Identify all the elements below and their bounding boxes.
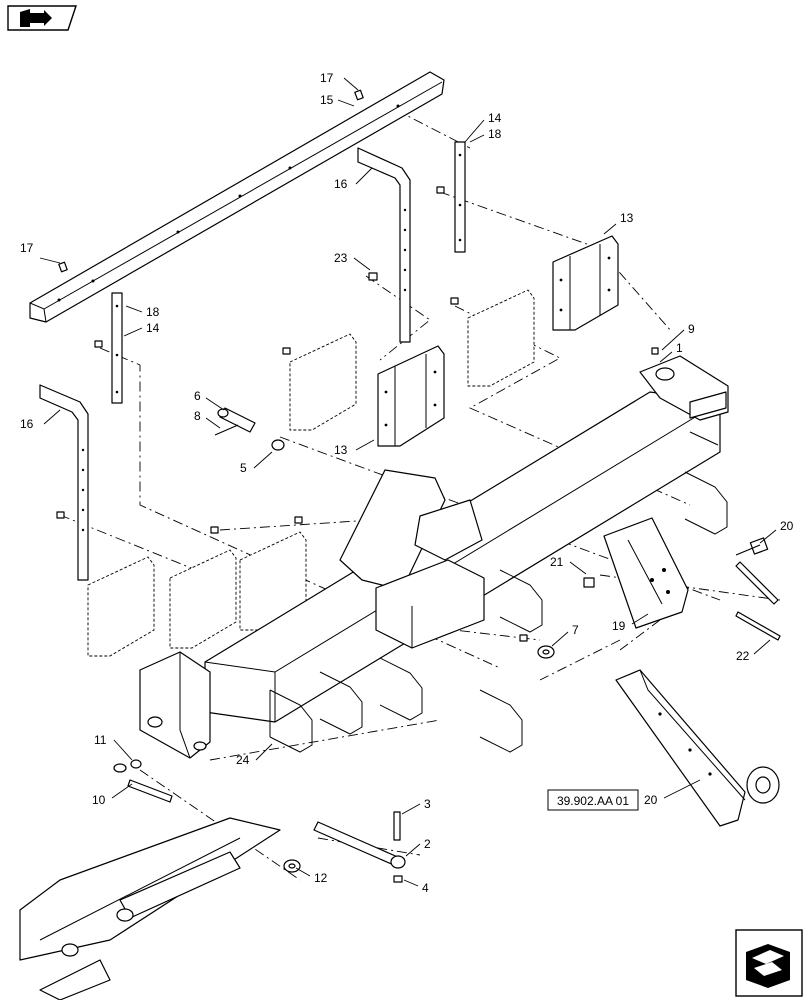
part-17-bolt-left xyxy=(58,261,68,273)
part-22-bolt xyxy=(735,611,781,641)
part-1-end-bracket xyxy=(639,355,729,421)
part-17-bolt-top xyxy=(354,89,364,101)
part-19-plate xyxy=(603,517,689,629)
reference-box[interactable]: 39.902.AA 01 xyxy=(547,789,639,811)
callout-18-left: 18 xyxy=(146,305,160,319)
callout-13-lower: 13 xyxy=(334,443,348,457)
part-16-hanger-upper xyxy=(357,147,411,343)
callout-4: 4 xyxy=(422,881,429,895)
callout-22: 22 xyxy=(736,649,750,663)
reference-label: 39.902.AA 01 xyxy=(557,794,629,808)
callout-19: 19 xyxy=(612,619,626,633)
callout-17-left: 17 xyxy=(20,241,34,255)
callout-6: 6 xyxy=(194,389,201,403)
callout-13-upper: 13 xyxy=(620,211,634,225)
part-13-bracket-upper xyxy=(552,235,619,331)
center-hitch-bracket xyxy=(339,469,485,649)
frame-left-yoke xyxy=(139,651,211,759)
callout-12: 12 xyxy=(314,871,328,885)
callout-16-lower: 16 xyxy=(20,417,34,431)
part-14-strap-right xyxy=(454,141,466,253)
callout-2: 2 xyxy=(424,837,431,851)
callout-5: 5 xyxy=(240,461,247,475)
callout-20-right: 20 xyxy=(780,519,794,533)
callout-leaders xyxy=(39,77,777,887)
callout-18-right: 18 xyxy=(488,127,502,141)
part-3-bolt xyxy=(393,811,401,841)
part-4-nut xyxy=(393,875,403,883)
callout-20-lower: 20 xyxy=(644,793,658,807)
part-20-arm-hub xyxy=(615,669,780,827)
callout-14-left: 14 xyxy=(146,321,160,335)
nut-small-group xyxy=(56,186,595,642)
part-20-bolt xyxy=(735,537,779,605)
part-10-pin xyxy=(113,763,173,803)
u-bolt-group xyxy=(269,431,728,753)
callout-8: 8 xyxy=(194,409,201,423)
part-11-clip xyxy=(130,759,142,769)
callout-1: 1 xyxy=(676,341,683,355)
part-9-nut xyxy=(651,347,659,355)
part-13-bracket-lower xyxy=(377,345,445,447)
callout-24: 24 xyxy=(236,753,250,767)
callout-15: 15 xyxy=(320,93,334,107)
tongue-assembly xyxy=(19,817,281,1000)
part-5-bushing xyxy=(271,439,285,451)
part-8-cotter-pin xyxy=(214,424,239,436)
part-16-hanger-lower xyxy=(39,384,89,581)
part-2-long-pin xyxy=(313,821,406,869)
callout-labels: 17 15 14 18 16 17 13 23 18 14 9 1 16 6 8… xyxy=(20,71,794,895)
callout-17-top: 17 xyxy=(320,71,334,85)
callout-7: 7 xyxy=(572,623,579,637)
part-12-washer xyxy=(283,859,301,873)
callout-10: 10 xyxy=(92,793,106,807)
callout-21: 21 xyxy=(550,555,564,569)
callout-14-right: 14 xyxy=(488,111,502,125)
callout-9: 9 xyxy=(688,322,695,336)
callout-23: 23 xyxy=(334,251,348,265)
phantom-brackets xyxy=(87,289,535,657)
part-6-pin xyxy=(217,407,256,433)
part-7-washer xyxy=(537,645,555,659)
part-15-top-bar xyxy=(29,71,445,323)
book-arrow-icon[interactable] xyxy=(7,5,77,31)
callout-3: 3 xyxy=(424,797,431,811)
callout-11: 11 xyxy=(94,733,107,747)
page-flip-icon[interactable] xyxy=(735,929,803,997)
part-14-strap-left xyxy=(111,292,123,404)
callout-16-upper: 16 xyxy=(334,177,348,191)
